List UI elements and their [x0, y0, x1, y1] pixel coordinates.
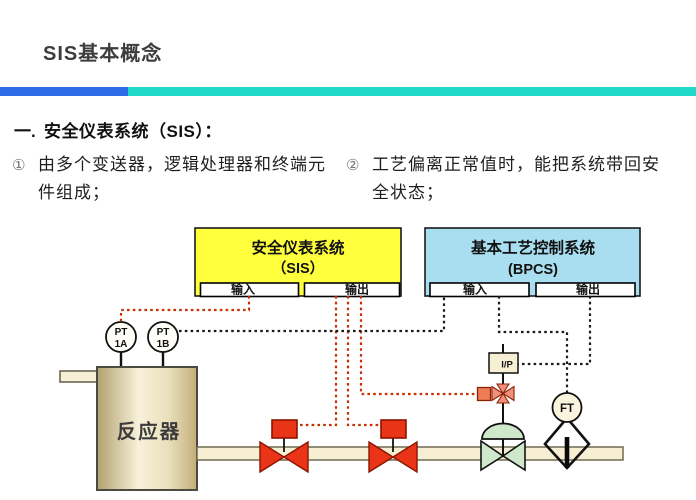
- control-valve: [480, 422, 526, 472]
- section-heading-text: 安全仪表系统（SIS）：: [44, 122, 222, 141]
- pt1b-transmitter: PT 1B: [147, 321, 179, 353]
- bullet-2-line1: 工艺偏离正常值时，能把系统带回安: [372, 155, 660, 174]
- sis-box: 安全仪表系统 （SIS） 输入 输出: [194, 227, 402, 298]
- ip-converter-box: [488, 352, 519, 374]
- three-way-valve-bottom: [496, 392, 510, 404]
- solenoid-three-way-valve: [476, 383, 515, 404]
- valve-2-actuator: [380, 419, 407, 439]
- pt1a-number: 1A: [115, 339, 128, 350]
- bpcs-box-title: 基本工艺控制系统: [470, 238, 596, 257]
- pt1a-circle: [105, 321, 137, 353]
- bpcs-input-label: 输入: [463, 282, 487, 297]
- valve-2-right-wedge: [391, 440, 418, 474]
- bullet-1: ① 由多个变送器，逻辑处理器和终端元 件组成；: [12, 151, 326, 206]
- valve-1-actuator: [271, 419, 298, 439]
- pt1a-tag: PT: [115, 327, 128, 338]
- control-valve-right-wedge: [501, 439, 526, 472]
- accent-bar-blue-segment: [0, 87, 128, 96]
- valve-1-right-wedge: [282, 440, 309, 474]
- bullet-1-text: 由多个变送器，逻辑处理器和终端元 件组成；: [38, 151, 326, 206]
- pt1b-circle: [147, 321, 179, 353]
- accent-bar-teal-segment: [128, 87, 696, 96]
- bullet-2: ② 工艺偏离正常值时，能把系统带回安 全状态；: [346, 151, 660, 206]
- bullet-2-line2: 全状态；: [372, 182, 444, 202]
- sis-output-box: [303, 282, 401, 298]
- bullet-1-line2: 件组成；: [38, 182, 110, 202]
- control-valve-diaphragm-dome: [481, 422, 525, 440]
- reactor-inlet-stub: [59, 370, 99, 383]
- accent-bar: [0, 87, 696, 96]
- ft-circle: [551, 392, 583, 423]
- control-valve-left-wedge: [480, 439, 505, 472]
- ft-tag: FT: [560, 403, 574, 415]
- sis-input-label: 输入: [231, 282, 255, 297]
- bullet-2-marker: ②: [346, 157, 360, 174]
- section-heading-number: 一.: [14, 122, 36, 141]
- sis-input-to-pt1a-signal: [119, 296, 251, 321]
- ip-converter-label: I/P: [501, 360, 513, 371]
- bullet-2-text: 工艺偏离正常值时，能把系统带回安 全状态；: [372, 151, 660, 206]
- bullet-1-line1: 由多个变送器，逻辑处理器和终端元: [38, 155, 326, 174]
- sis-output-to-valve1-signal: [298, 296, 338, 427]
- pt1a-transmitter: PT 1A: [105, 321, 137, 353]
- bpcs-output-to-ip-signal: [518, 296, 592, 366]
- orifice-plate: [564, 437, 570, 468]
- pt1b-tag: PT: [157, 327, 170, 338]
- reactor: [96, 366, 198, 491]
- bpcs-box-subtitle: (BPCS): [508, 262, 558, 278]
- sis-box-title: 安全仪表系统: [251, 238, 345, 257]
- section-heading: 一. 安全仪表系统（SIS）：: [14, 117, 222, 142]
- valve-2-left-wedge: [368, 440, 395, 474]
- sis-output-to-solenoid-signal: [359, 296, 477, 396]
- ft-to-bpcs-input-signal: [497, 296, 569, 393]
- three-way-valve-top: [496, 383, 510, 395]
- shutdown-valve-2: [368, 419, 418, 474]
- sis-box-subtitle: （SIS）: [272, 259, 324, 277]
- sis-output-to-valve2-signal: [346, 296, 381, 427]
- three-way-valve-right: [501, 385, 515, 402]
- shutdown-valve-1: [259, 419, 309, 474]
- bpcs-output-box: [535, 282, 636, 298]
- valve-1-left-wedge: [259, 440, 286, 474]
- reactor-label: 反应器: [117, 420, 182, 443]
- solenoid-box: [476, 386, 492, 402]
- sis-output-label: 输出: [345, 282, 369, 297]
- three-way-valve-left: [491, 385, 505, 402]
- slide-title: SIS基本概念: [43, 43, 163, 65]
- bpcs-input-box: [429, 282, 530, 298]
- bpcs-output-label: 输出: [576, 282, 600, 297]
- pt1b-to-bpcs-input-signal: [179, 296, 446, 333]
- bullet-1-marker: ①: [12, 157, 26, 174]
- pt1b-number: 1B: [157, 339, 170, 350]
- bpcs-box: 基本工艺控制系统 (BPCS) 输入 输出: [424, 227, 641, 298]
- ft-transmitter: FT: [551, 392, 583, 423]
